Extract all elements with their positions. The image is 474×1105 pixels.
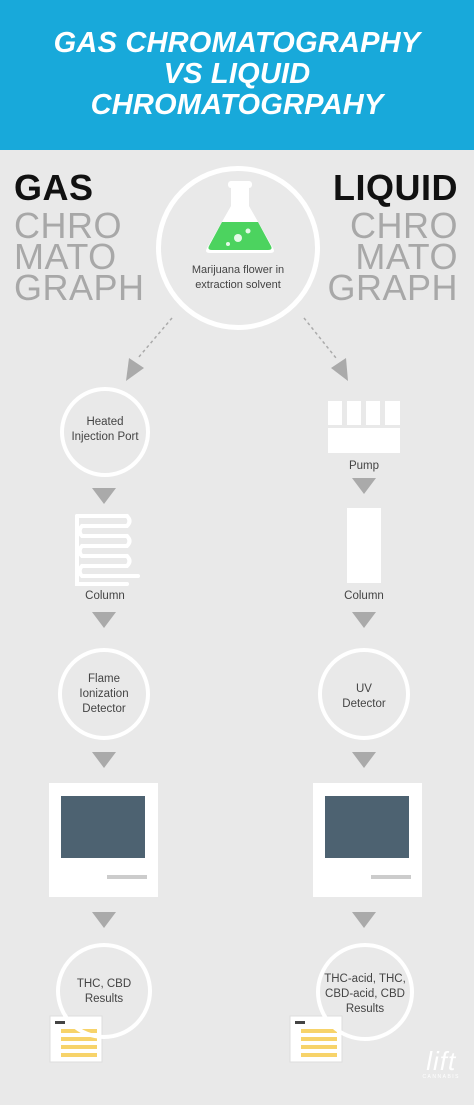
sample-label: Marijuana flower in extraction solvent bbox=[176, 263, 300, 293]
logo-subtext: CANNABIS bbox=[422, 1074, 460, 1080]
fid-line-3: Detector bbox=[82, 703, 126, 715]
uv-line-1: UV bbox=[356, 683, 372, 695]
gas-mato: MATO bbox=[14, 236, 117, 277]
liquid-result-circle bbox=[316, 943, 414, 1041]
title-line-3: CHROMATOGRPAHY bbox=[90, 89, 384, 121]
liquid-computer-icon bbox=[313, 783, 422, 897]
branch-arrow-right bbox=[303, 317, 348, 381]
uv-detector-label: UV Detector bbox=[318, 682, 410, 712]
injection-port-circle bbox=[60, 387, 150, 477]
injection-port-line-2: Injection Port bbox=[71, 431, 139, 443]
fid-circle bbox=[58, 648, 150, 740]
lift-logo: lift CANNABIS bbox=[422, 1048, 460, 1080]
liquid-result-line-2: CBD-acid, CBD bbox=[325, 988, 405, 1000]
liquid-graph: GRAPH bbox=[327, 267, 458, 308]
fid-line-2: Ionization bbox=[79, 688, 129, 700]
pump-icon bbox=[328, 401, 400, 453]
gas-column-label: Column bbox=[85, 590, 125, 602]
sample-label-line-1: Marijuana flower in bbox=[191, 264, 285, 276]
uv-detector-circle bbox=[318, 648, 410, 740]
injection-port-label: Heated Injection Port bbox=[60, 415, 150, 445]
liquid-column-label: Column bbox=[344, 590, 384, 602]
uv-line-2: Detector bbox=[342, 698, 386, 710]
liquid-chro: CHRO bbox=[350, 205, 458, 246]
gas-result-line-2: Results bbox=[84, 993, 124, 1005]
gas-chro: CHRO bbox=[14, 205, 122, 246]
gas-word: GAS bbox=[14, 167, 94, 208]
injection-port-line-1: Heated bbox=[86, 416, 124, 428]
title-line-1: GAS CHROMATOGRAPHY bbox=[53, 27, 421, 59]
sample-label-line-2: extraction solvent bbox=[195, 279, 281, 291]
sample-circle bbox=[156, 166, 320, 330]
liquid-mato: MATO bbox=[355, 236, 458, 277]
flask-icon bbox=[206, 181, 274, 253]
gas-flow-arrows bbox=[92, 488, 116, 928]
header-banner: GAS CHROMATOGRAPHY VS LIQUID CHROMATOGRP… bbox=[0, 0, 474, 150]
gas-result-label: THC, CBD Results bbox=[56, 977, 152, 1007]
fid-label: Flame Ionization Detector bbox=[58, 672, 150, 717]
title-line-2: VS LIQUID bbox=[163, 58, 311, 90]
liquid-result-label: THC-acid, THC, CBD-acid, CBD Results bbox=[306, 972, 424, 1017]
gas-result-circle bbox=[56, 943, 152, 1039]
logo-text: lift bbox=[426, 1046, 457, 1076]
liquid-result-line-1: THC-acid, THC, bbox=[324, 973, 406, 985]
branch-arrow-left bbox=[126, 317, 173, 381]
liquid-result-line-3: Results bbox=[345, 1003, 385, 1015]
liquid-word: LIQUID bbox=[333, 167, 458, 208]
gas-result-line-1: THC, CBD bbox=[76, 978, 132, 990]
gas-computer-icon bbox=[49, 783, 158, 897]
liquid-column-icon bbox=[347, 508, 381, 583]
gas-graph: GRAPH bbox=[14, 267, 145, 308]
fid-line-1: Flame bbox=[88, 673, 120, 685]
coil-column-icon bbox=[75, 514, 140, 586]
liquid-flow-arrows bbox=[352, 478, 376, 928]
pump-label: Pump bbox=[348, 460, 380, 472]
